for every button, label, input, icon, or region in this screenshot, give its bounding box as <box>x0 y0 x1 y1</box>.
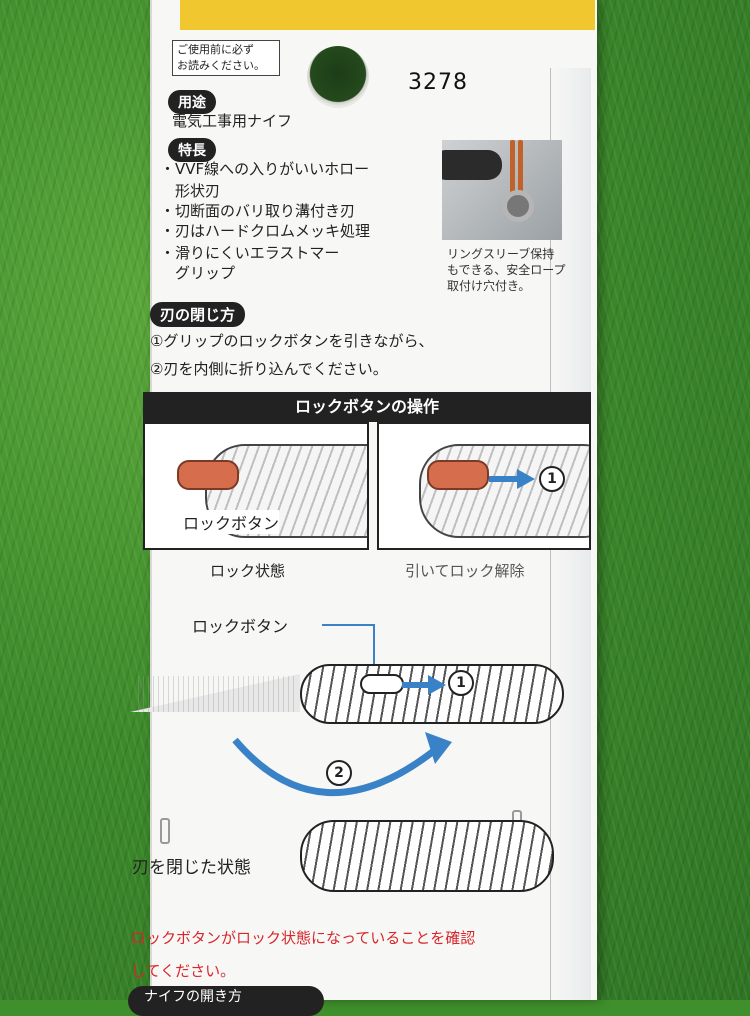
fold-arrow-curve <box>232 737 438 796</box>
caption-line-2: もできる、安全ロープ <box>447 263 566 277</box>
lead-line <box>322 624 374 626</box>
photo-wire <box>510 140 515 204</box>
step-2-marker: 2 <box>326 760 352 786</box>
fold-arrow <box>232 732 452 796</box>
feature-line-5: ・滑りにくいエラストマー <box>160 244 340 262</box>
closing-step-2: ②刃を内側に折り込んでください。 <box>150 360 388 378</box>
photo-ring-sleeve <box>502 190 534 222</box>
usage-text: 電気工事用ナイフ <box>172 112 293 130</box>
caption-line-1: リングスリーブ保持 <box>447 247 555 261</box>
warning-line-2: してください。 <box>131 962 236 980</box>
lock-warning: ロックボタンがロック状態になっていることを確認 してください。 <box>131 922 475 988</box>
feature-line-4: ・刃はハードクロムメッキ処理 <box>160 222 371 240</box>
unlock-state-panel: 1 <box>377 422 591 550</box>
usage-tag: 用途 <box>168 90 216 114</box>
opening-tag: ナイフの開き方 <box>128 986 324 1016</box>
model-number: 3278 <box>408 70 468 95</box>
closed-state-label: 刃を閉じた状態 <box>132 858 251 878</box>
closed-knife-illustration <box>300 820 554 892</box>
photo-wire <box>518 140 523 204</box>
diagram-lock-button-label: ロックボタン <box>192 617 289 636</box>
knife-blade <box>130 674 300 712</box>
grip-illustration <box>419 444 589 538</box>
lock-button-icon <box>360 674 404 694</box>
feature-line-1: ・VVF線への入りがいいホロー <box>160 160 370 178</box>
pull-arrow-shaft <box>489 476 519 482</box>
lock-section-title: ロックボタンの操作 <box>143 392 591 422</box>
warning-line-1: ロックボタンがロック状態になっていることを確認 <box>131 929 476 947</box>
unlock-state-label: 引いてロック解除 <box>405 562 525 580</box>
fold-arrow-head <box>425 732 452 764</box>
lead-line <box>373 624 375 678</box>
hanging-hole <box>307 46 369 108</box>
step-1-marker: 1 <box>448 670 474 696</box>
feature-line-2: 形状刃 <box>160 182 221 200</box>
photo-handle <box>442 150 502 180</box>
ring-sleeve-photo <box>442 140 562 240</box>
features-tag: 特長 <box>168 138 216 162</box>
card-yellow-edge <box>180 0 595 30</box>
caption-line-3: 取付け穴付き。 <box>447 279 531 293</box>
pull-arrow-head <box>428 675 446 695</box>
notice-line-2: お読みください。 <box>177 59 265 72</box>
step-1-marker: 1 <box>539 466 565 492</box>
lock-button-icon <box>177 460 239 490</box>
pull-arrow-head <box>517 469 535 489</box>
knife-illustration: 1 <box>130 660 564 730</box>
closing-tag: 刃の閉じ方 <box>150 302 246 327</box>
staple-icon <box>160 818 170 844</box>
blade-serration <box>138 676 298 712</box>
feature-line-6: グリップ <box>160 264 236 282</box>
lock-button-callout: ロックボタン <box>183 510 280 534</box>
photo-caption: リングスリーブ保持 もできる、安全ロープ 取付け穴付き。 <box>447 246 566 294</box>
pull-arrow-shaft <box>402 682 430 688</box>
lock-state-label: ロック状態 <box>210 562 286 580</box>
closing-step-1: ①グリップのロックボタンを引きながら、 <box>150 332 434 350</box>
notice-line-1: ご使用前に必ず <box>177 43 254 56</box>
lock-state-panel: ロックボタン <box>143 422 369 550</box>
feature-line-3: ・切断面のバリ取り溝付き刃 <box>160 202 356 220</box>
read-before-use-notice: ご使用前に必ず お読みください。 <box>172 40 280 76</box>
lock-button-icon <box>427 460 489 490</box>
